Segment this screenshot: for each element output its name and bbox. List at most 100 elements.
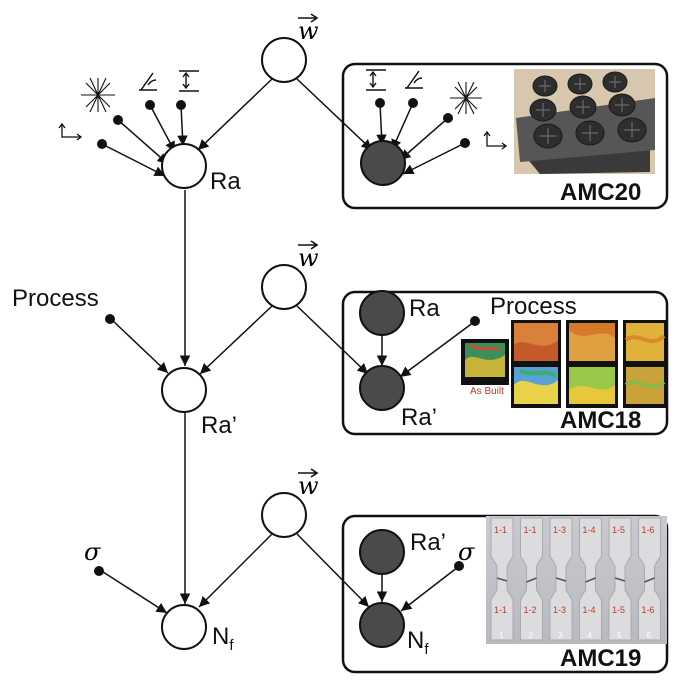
w-label-3: w (298, 468, 319, 500)
ra-node (161, 143, 207, 189)
input-dot (460, 138, 470, 148)
edge-w1-to-ra (197, 78, 273, 151)
edge-box1-icon2 (391, 102, 414, 151)
orientation-star-icon (81, 77, 115, 113)
edge-w3-to-nf (198, 533, 273, 608)
input-dot (454, 561, 464, 571)
specimen-number: 6 (647, 631, 652, 640)
input-dot (113, 115, 123, 125)
w-node-2 (261, 264, 307, 310)
specimen-number: 4 (588, 631, 593, 640)
specimen-bottom-label: 1-6 (642, 605, 655, 615)
layer-thickness-icon (366, 69, 386, 91)
amc18-raprime-observed-node (359, 365, 405, 411)
process-input-label: Process (12, 285, 99, 312)
amc18-raprime-label: Ra’ (401, 404, 437, 431)
fracture-line (644, 577, 655, 583)
build-axes-icon (483, 130, 508, 150)
specimen (520, 517, 543, 641)
raprime-node-label: Ra’ (201, 412, 237, 439)
angle-icon (405, 70, 423, 89)
raprime-node (161, 367, 207, 413)
specimen (638, 517, 661, 641)
amc19-sigma-label: σ (458, 538, 475, 566)
edge-icon2-to-ra (117, 119, 169, 165)
specimen-top-label: 1-1 (524, 525, 537, 535)
edge-box3-sigma (400, 566, 459, 612)
build-axes-icon (58, 122, 83, 141)
amc18-ra-label: Ra (409, 295, 440, 322)
edge-box1-icon1 (376, 102, 387, 146)
amc18-dataset-label: AMC18 (560, 407, 641, 434)
fracture-line (496, 577, 508, 582)
input-dot (470, 316, 480, 326)
specimen-top-label: 1-6 (642, 525, 655, 535)
edge-w2-to-raprime (199, 305, 273, 375)
input-dot (145, 100, 155, 110)
edge-sigma-to-nf (99, 569, 168, 614)
nf-node-sub: f (229, 637, 234, 654)
specimen-top-label: 1-3 (553, 525, 566, 535)
specimen (579, 517, 602, 641)
edge-w1-to-box-node (296, 78, 373, 151)
specimen-top-label: 1-1 (494, 525, 507, 535)
w-node-3 (261, 492, 307, 538)
amc20-observed-node (360, 140, 406, 186)
as-built-label: As Built (470, 386, 504, 397)
w-label-1: w (298, 13, 319, 45)
nf-node-main: N (212, 623, 229, 650)
nf-node (161, 604, 207, 650)
specimen-bottom-label: 1-3 (553, 605, 566, 615)
angle-icon (139, 72, 157, 91)
specimen-top-label: 1-5 (612, 525, 625, 535)
fracture-line (614, 577, 626, 582)
fracture-line (585, 577, 596, 583)
w-text: w (298, 17, 319, 45)
nf-node-label: Nf (212, 623, 234, 654)
input-dot (408, 98, 418, 108)
amc19-raprime-observed-node (359, 529, 405, 575)
edge-box1-icon4 (402, 142, 466, 175)
input-dot (94, 566, 104, 576)
amc19-nf-main: N (407, 627, 424, 654)
input-dot (97, 139, 107, 149)
input-dot (176, 100, 186, 110)
edge-icon4-to-ra (177, 104, 188, 147)
input-dot (375, 98, 385, 108)
amc20-box (341, 62, 669, 210)
edge-process-to-raprime (111, 319, 169, 374)
specimen-number: 5 (617, 631, 622, 640)
amc19-raprime-label: Ra’ (410, 529, 446, 556)
amc20-photo (514, 69, 655, 174)
edge-w2-to-box2 (296, 305, 369, 375)
w-text: w (298, 472, 319, 500)
edge-w3-to-box3 (296, 533, 370, 608)
ra-node-label: Ra (210, 168, 241, 195)
specimen-bottom-label: 1-4 (583, 605, 596, 615)
specimen-bottom-label: 1-1 (494, 605, 507, 615)
amc18-heatmap-collage: As Built (461, 320, 667, 408)
specimen-bottom-label: 1-2 (524, 605, 537, 615)
edge-box1-icon3 (399, 117, 449, 161)
amc18-ra-observed-node (359, 290, 405, 336)
specimen-number: 2 (529, 631, 534, 640)
fracture-line (555, 577, 567, 582)
amc19-nf-sub: f (424, 641, 429, 658)
edge-icon1-to-ra (101, 143, 166, 177)
amc19-nf-label: Nf (407, 627, 429, 658)
edge-box2-process (399, 321, 475, 378)
specimen-number: 1 (499, 631, 504, 640)
w-label-2: w (298, 240, 319, 272)
orientation-star-icon (450, 81, 482, 115)
edge-icon3-to-ra (149, 104, 176, 153)
input-dot (105, 314, 115, 324)
amc19-specimen-photo: 1-1 1-1 1-3 1-4 1-5 1-6 1-1 1-2 1-3 1-4 1-5 1-6 1 2… (486, 516, 667, 644)
specimen-top-label: 1-4 (583, 525, 596, 535)
sigma-input-label: σ (84, 538, 101, 566)
w-text: w (298, 244, 319, 272)
input-dot (443, 113, 453, 123)
specimen-number: 3 (558, 631, 563, 640)
specimen-bottom-label: 1-5 (612, 605, 625, 615)
amc20-dataset-label: AMC20 (560, 179, 641, 206)
